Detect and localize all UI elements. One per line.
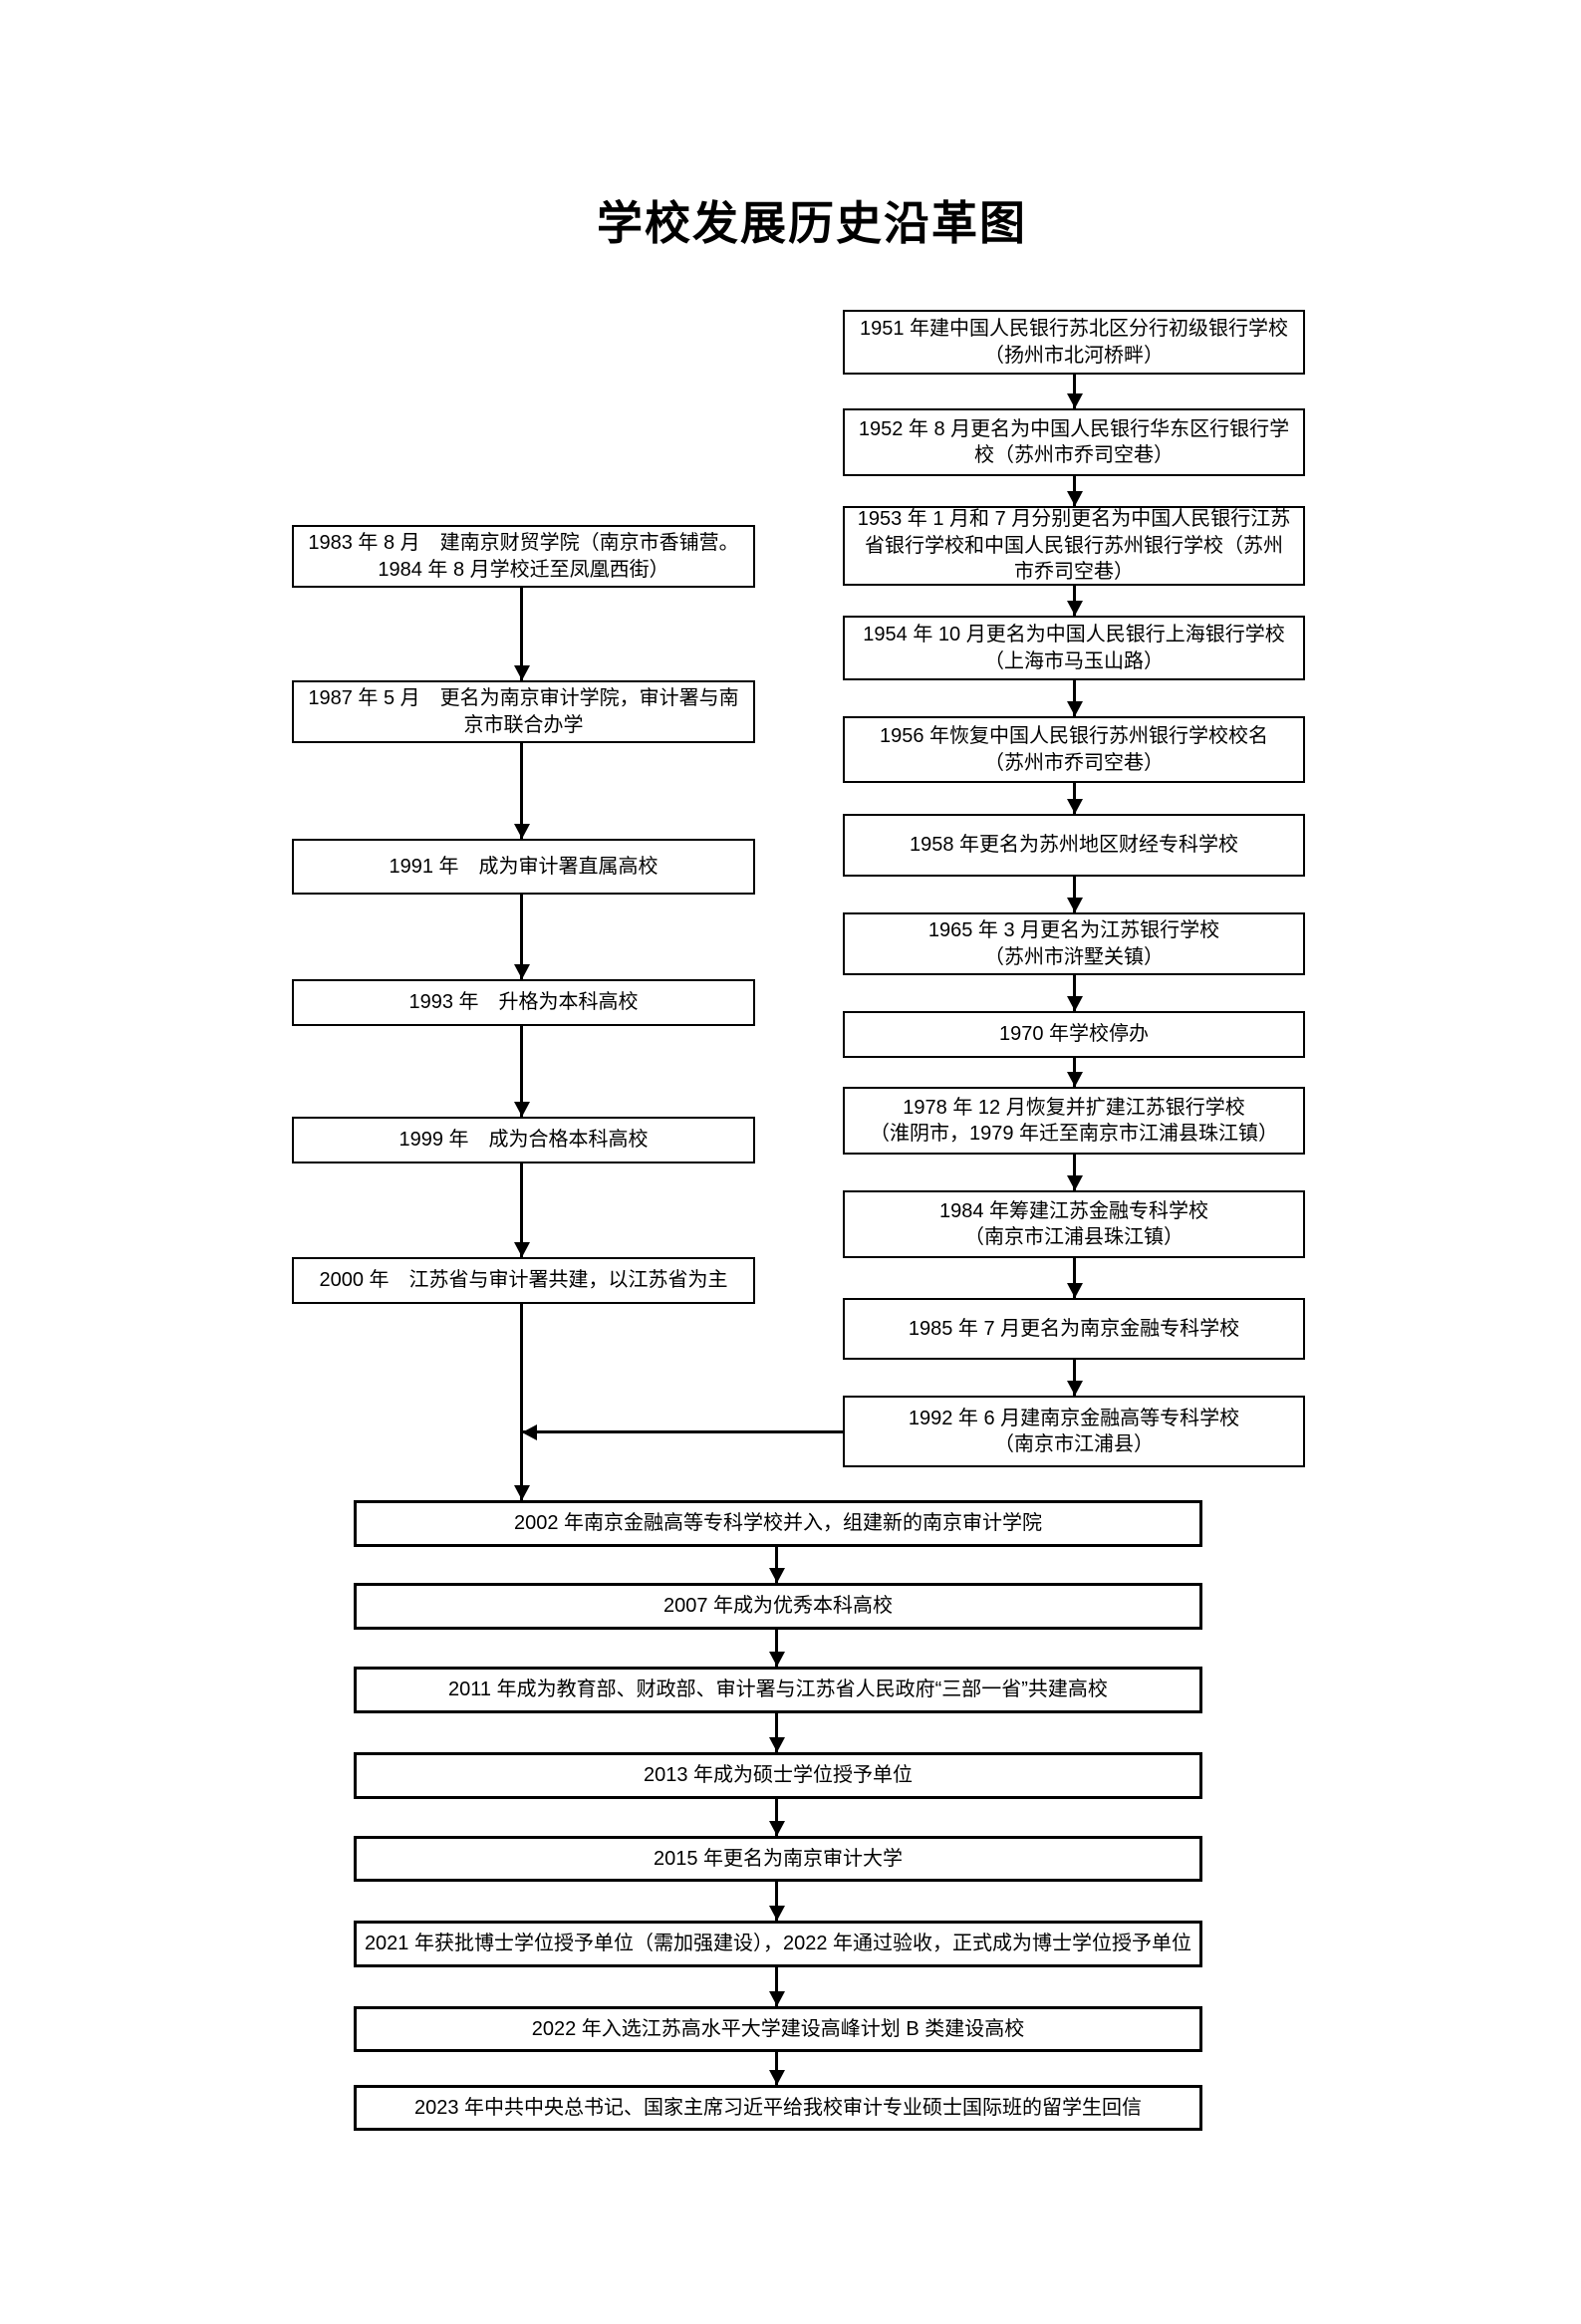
arrow-2015-to-2021	[775, 1882, 778, 1921]
flow-node-2022: 2022 年入选江苏高水平大学建设高峰计划 B 类建设高校	[354, 2006, 1202, 2052]
flow-node-1965: 1965 年 3 月更名为江苏银行学校 （苏州市浒墅关镇）	[843, 912, 1305, 975]
arrow-2002-to-2007	[775, 1547, 778, 1583]
arrow-2022-to-2023	[775, 2052, 778, 2085]
flow-node-1987: 1987 年 5 月 更名为南京审计学院，审计署与南 京市联合办学	[292, 680, 755, 743]
arrow-1952-to-1953	[1073, 476, 1076, 506]
flow-node-2013: 2013 年成为硕士学位授予单位	[354, 1752, 1202, 1799]
arrow-1983-to-1987	[520, 588, 523, 680]
flow-node-1954: 1954 年 10 月更名为中国人民银行上海银行学校 （上海市马玉山路）	[843, 616, 1305, 680]
arrow-1984-to-1985	[1073, 1258, 1076, 1298]
arrow-2013-to-2015	[775, 1799, 778, 1836]
flow-node-2002: 2002 年南京金融高等专科学校并入，组建新的南京审计学院	[354, 1500, 1202, 1547]
flow-node-1991: 1991 年 成为审计署直属高校	[292, 839, 755, 895]
arrow-1956-to-1958	[1073, 783, 1076, 814]
page-title: 学校发展历史沿革图	[597, 198, 1027, 249]
arrow-1985-to-1992	[1073, 1360, 1076, 1396]
arrow-2011-to-2013	[775, 1713, 778, 1752]
flow-node-1984: 1984 年筹建江苏金融专科学校 （南京市江浦县珠江镇）	[843, 1190, 1305, 1258]
flow-node-1951: 1951 年建中国人民银行苏北区分行初级银行学校 （扬州市北河桥畔）	[843, 310, 1305, 375]
flow-node-1978: 1978 年 12 月恢复并扩建江苏银行学校 （淮阴市，1979 年迁至南京市江…	[843, 1087, 1305, 1155]
arrow-1993-to-1999	[520, 1026, 523, 1117]
arrow-1953-to-1954	[1073, 586, 1076, 616]
flow-node-2000: 2000 年 江苏省与审计署共建，以江苏省为主	[292, 1257, 755, 1304]
flow-node-1952: 1952 年 8 月更名为中国人民银行华东区行银行学 校（苏州市乔司空巷）	[843, 408, 1305, 476]
flow-node-1970: 1970 年学校停办	[843, 1011, 1305, 1058]
arrow-1970-to-1978	[1073, 1058, 1076, 1087]
flow-node-1958: 1958 年更名为苏州地区财经专科学校	[843, 814, 1305, 877]
arrow-1991-to-1993	[520, 895, 523, 979]
arrow-1965-to-1970	[1073, 975, 1076, 1011]
arrow-1987-to-1991	[520, 743, 523, 839]
flow-node-1956: 1956 年恢复中国人民银行苏州银行学校校名 （苏州市乔司空巷）	[843, 716, 1305, 783]
flow-node-2007: 2007 年成为优秀本科高校	[354, 1583, 1202, 1630]
arrow-2021-to-2022	[775, 1967, 778, 2006]
flow-node-1993: 1993 年 升格为本科高校	[292, 979, 755, 1026]
flow-node-1953: 1953 年 1 月和 7 月分别更名为中国人民银行江苏 省银行学校和中国人民银…	[843, 506, 1305, 586]
flow-node-2015: 2015 年更名为南京审计大学	[354, 1836, 1202, 1882]
arrow-1978-to-1984	[1073, 1155, 1076, 1190]
flow-node-1983: 1983 年 8 月 建南京财贸学院（南京市香铺营。 1984 年 8 月学校迁…	[292, 525, 755, 588]
arrow-1999-to-2000	[520, 1163, 523, 1257]
arrow-1992-merge-left	[523, 1430, 843, 1433]
flow-node-1999: 1999 年 成为合格本科高校	[292, 1117, 755, 1163]
arrow-2007-to-2011	[775, 1630, 778, 1667]
flow-node-1992: 1992 年 6 月建南京金融高等专科学校 （南京市江浦县）	[843, 1396, 1305, 1467]
flow-node-2021: 2021 年获批博士学位授予单位（需加强建设），2022 年通过验收，正式成为博…	[354, 1921, 1202, 1967]
arrow-1951-to-1952	[1073, 375, 1076, 408]
arrow-merge-to-2002	[520, 1304, 523, 1500]
arrow-1954-to-1956	[1073, 680, 1076, 716]
flow-node-1985: 1985 年 7 月更名为南京金融专科学校	[843, 1298, 1305, 1360]
flow-node-2011: 2011 年成为教育部、财政部、审计署与江苏省人民政府“三部一省”共建高校	[354, 1667, 1202, 1713]
arrow-1958-to-1965	[1073, 877, 1076, 912]
flow-node-2023: 2023 年中共中央总书记、国家主席习近平给我校审计专业硕士国际班的留学生回信	[354, 2085, 1202, 2131]
